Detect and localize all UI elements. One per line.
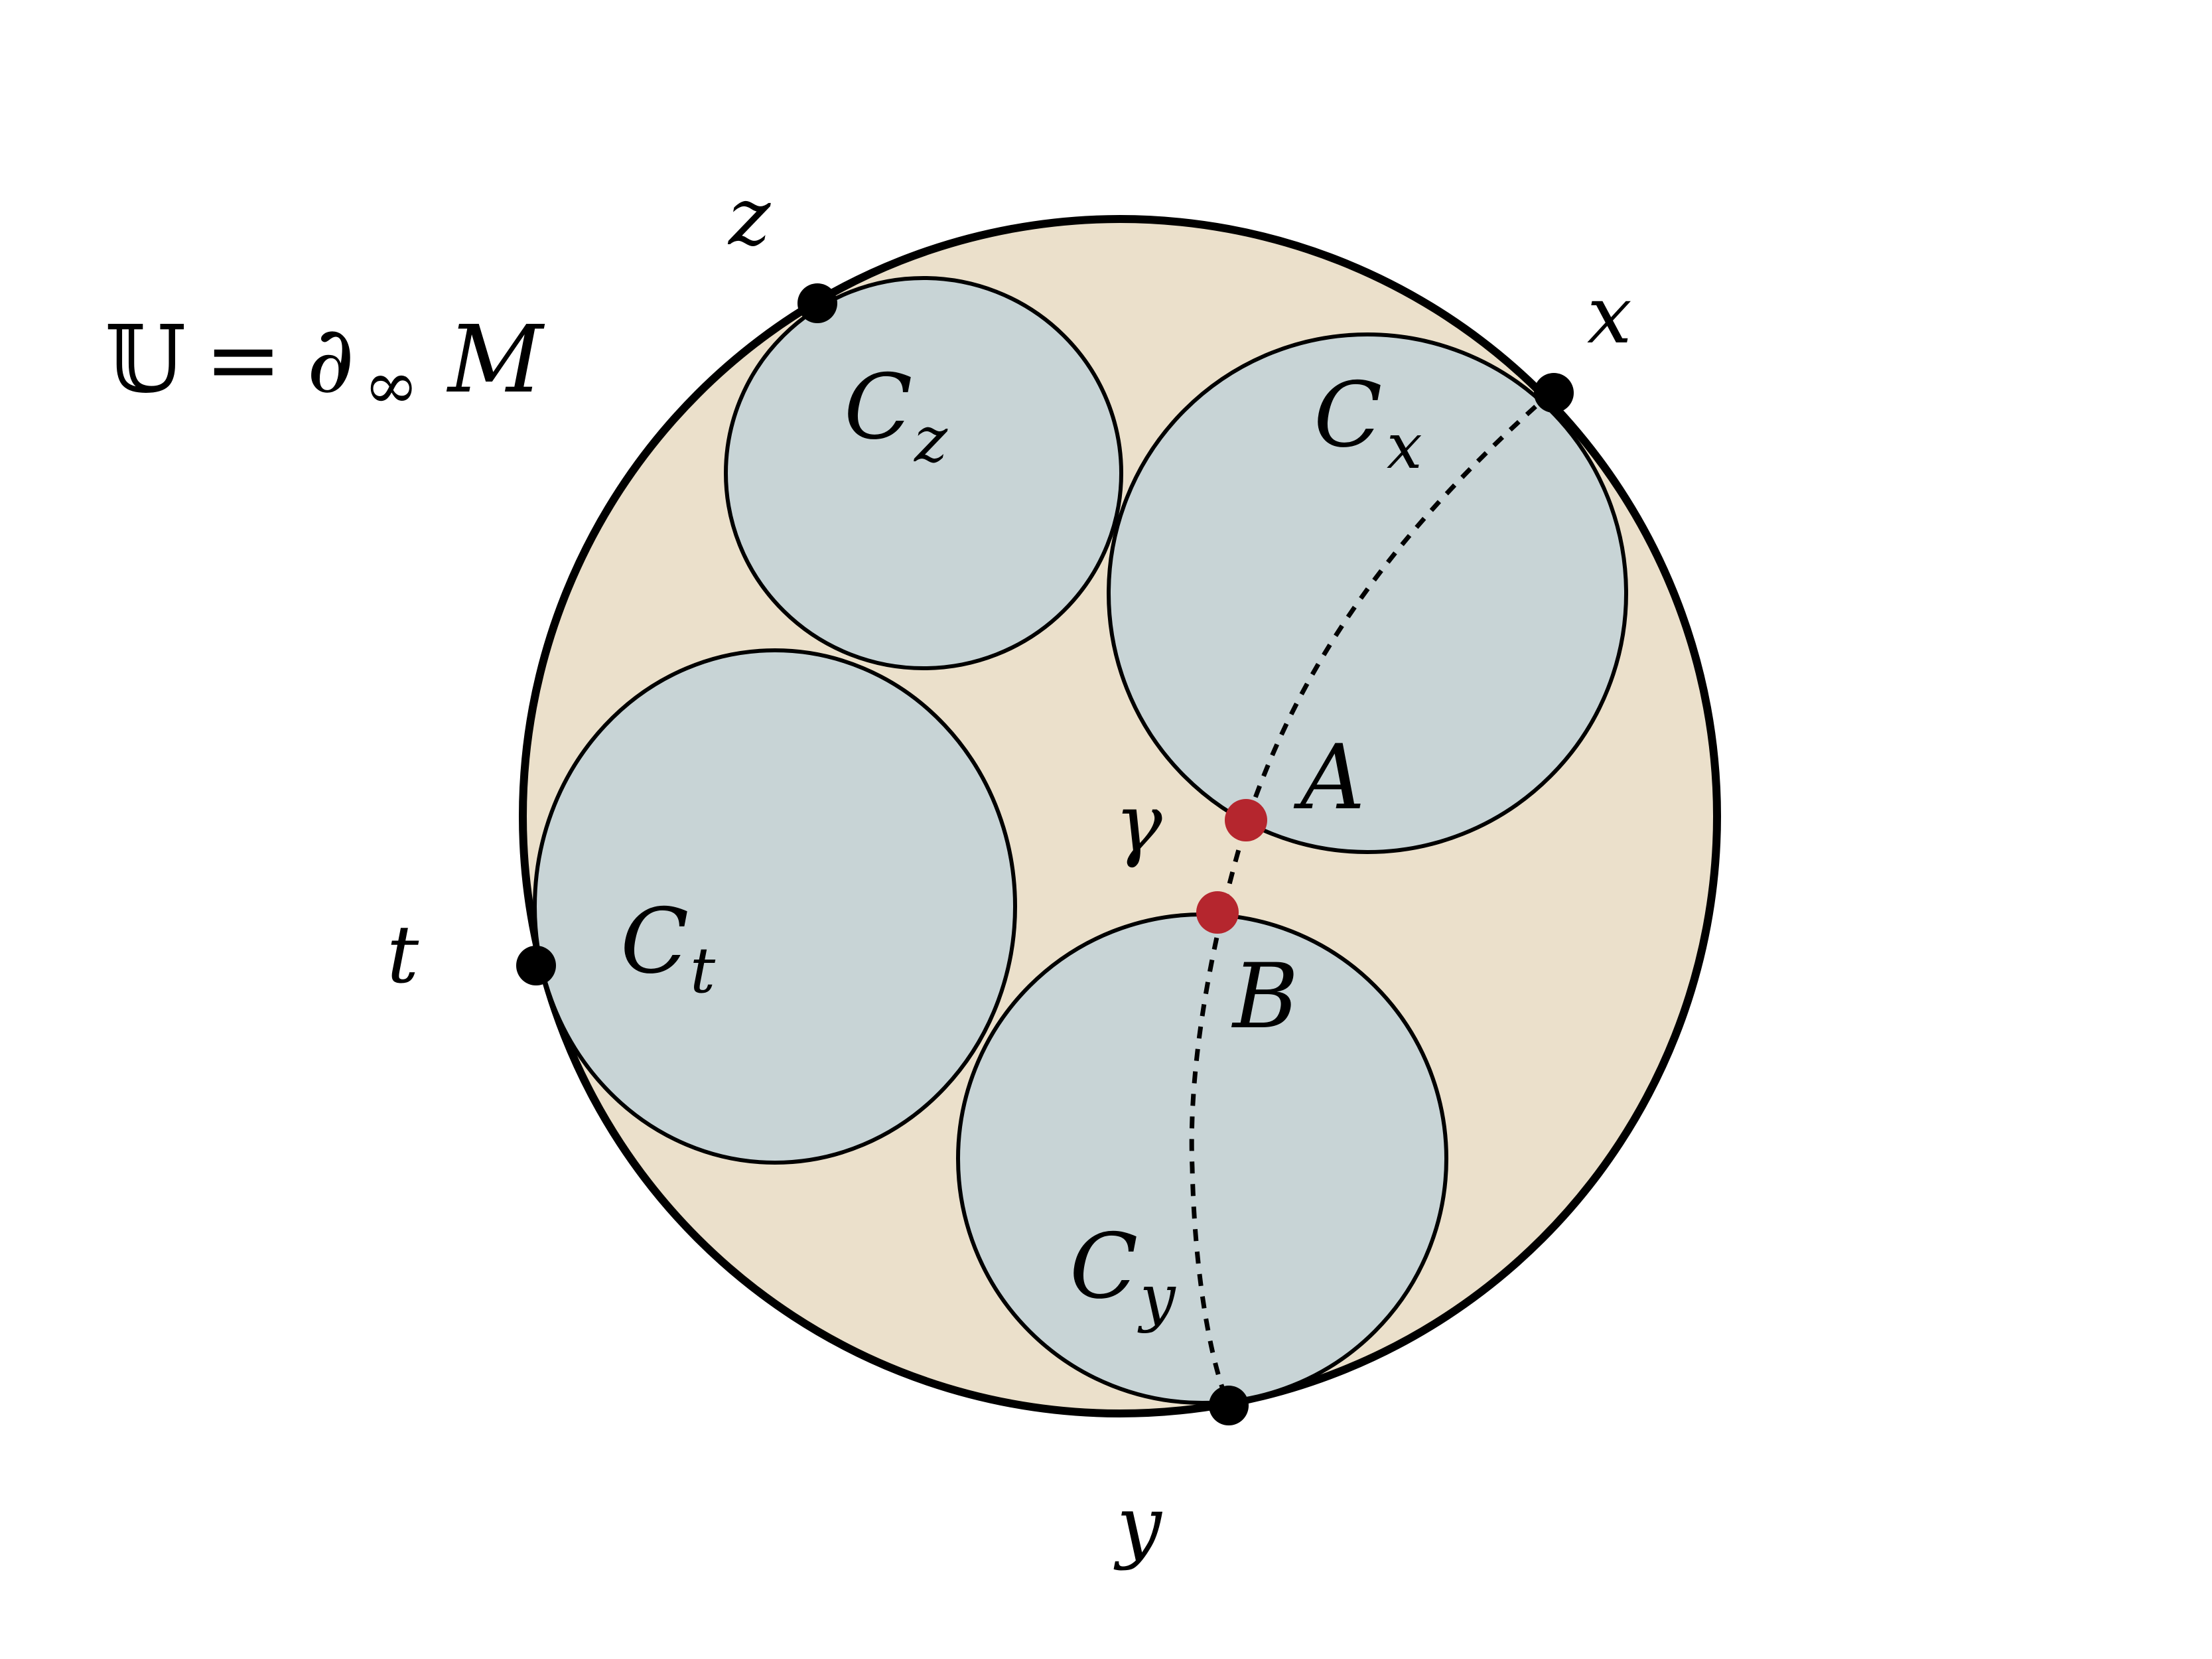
- point-a: [1225, 799, 1267, 841]
- geodesic-gamma: [1189, 390, 1555, 1407]
- label-x: x: [1587, 269, 1632, 362]
- point-y: [1209, 1386, 1249, 1425]
- circle-c-t: [533, 648, 1017, 1165]
- label-a: A: [1293, 725, 1365, 830]
- circle-c-z: [724, 276, 1123, 670]
- label-gamma: γ: [1115, 778, 1162, 870]
- label-c-x: C: [1314, 363, 1382, 467]
- point-b: [1196, 891, 1239, 934]
- label-c-y: C: [1070, 1214, 1138, 1319]
- label-y: y: [1113, 1480, 1163, 1572]
- label-c-x-sub: x: [1387, 410, 1422, 483]
- label-c-z: C: [844, 355, 912, 459]
- formula-m: M: [446, 306, 545, 414]
- label-t: t: [387, 909, 419, 1001]
- formula-partial: ∂: [307, 306, 354, 414]
- circle-c-y: [956, 912, 1448, 1405]
- point-x: [1534, 373, 1574, 413]
- label-c-z-sub: z: [914, 403, 948, 476]
- label-b: B: [1231, 944, 1298, 1048]
- point-z: [797, 283, 837, 323]
- label-c-t-sub: t: [690, 934, 716, 1007]
- formula-eq: =: [204, 306, 282, 414]
- formula-inf: ∞: [364, 346, 419, 424]
- circle-c-x: [1107, 332, 1628, 854]
- label-c-t: C: [620, 889, 689, 993]
- label-c-y-sub: y: [1137, 1262, 1176, 1334]
- label-z: z: [727, 171, 771, 263]
- point-t: [516, 946, 556, 985]
- formula-lhs: 𝕌: [105, 306, 186, 414]
